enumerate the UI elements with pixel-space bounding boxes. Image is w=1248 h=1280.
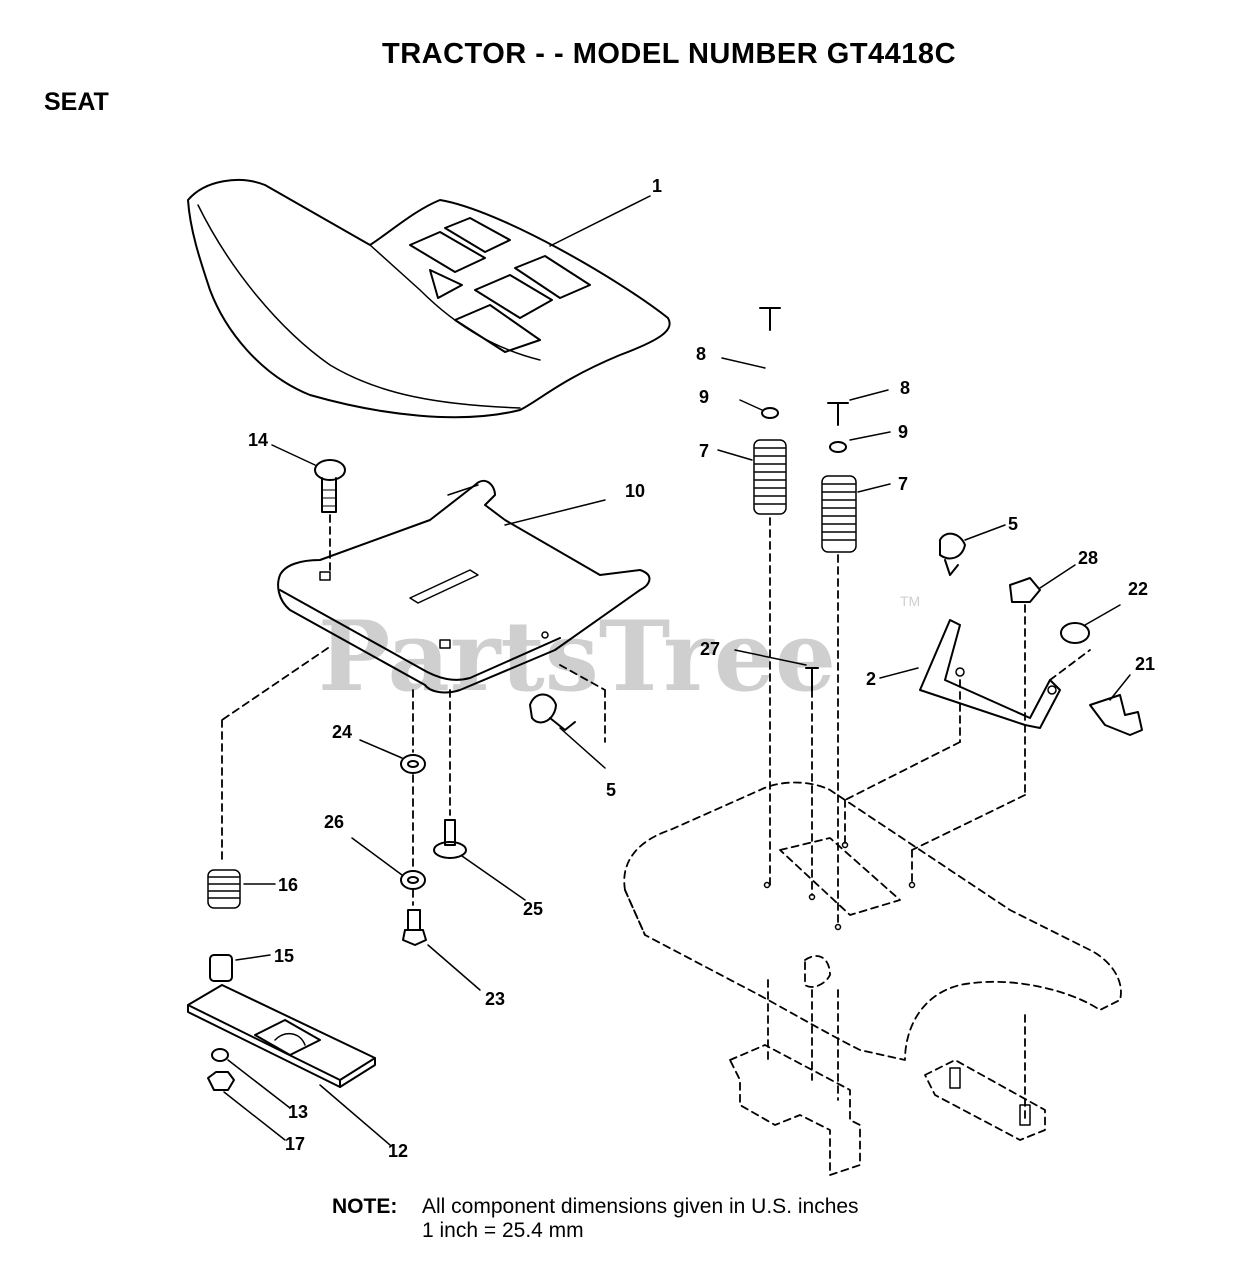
part-spring-stack-left xyxy=(717,307,787,515)
note-line-2: 1 inch = 25.4 mm xyxy=(422,1219,584,1242)
note-label: NOTE: xyxy=(332,1195,398,1218)
callout-5: 5 xyxy=(606,780,616,800)
section-title: SEAT xyxy=(44,88,109,116)
part-spacer xyxy=(209,954,271,982)
part-seat xyxy=(187,179,671,419)
callout-28: 28 xyxy=(1078,548,1098,568)
part-spring-stack-right xyxy=(821,389,891,553)
callout-2: 2 xyxy=(866,669,876,689)
callout-17: 17 xyxy=(285,1134,305,1154)
callout-7: 7 xyxy=(699,441,709,461)
callout-12: 12 xyxy=(388,1141,408,1161)
part-clip-lower xyxy=(529,693,606,769)
callout-15: 15 xyxy=(274,946,294,966)
watermark: PartsTree xyxy=(318,600,836,713)
part-seat-pan xyxy=(277,479,651,694)
part-frame-fender xyxy=(221,514,1122,1176)
callout-24: 24 xyxy=(332,722,352,742)
part-flange-bolt xyxy=(433,819,526,901)
part-lock-nuts xyxy=(207,1048,291,1141)
callout-16: 16 xyxy=(278,875,298,895)
part-carriage-bolt xyxy=(271,444,346,513)
part-frame-fasteners xyxy=(763,841,1031,1126)
watermark-tm: TM xyxy=(900,593,920,609)
callout-10: 10 xyxy=(625,481,645,501)
callout-8: 8 xyxy=(900,378,910,398)
part-nuts-bolt xyxy=(1009,564,1143,736)
page-title: TRACTOR - - MODEL NUMBER GT4418C xyxy=(381,38,957,70)
callout-7: 7 xyxy=(898,474,908,494)
part-washers xyxy=(351,739,426,890)
callout-5: 5 xyxy=(1008,514,1018,534)
callout-22: 22 xyxy=(1128,579,1148,599)
part-spring xyxy=(207,869,276,909)
part-bolt xyxy=(402,909,481,991)
part-slide-plate xyxy=(187,984,391,1146)
callout-9: 9 xyxy=(898,422,908,442)
part-bracket xyxy=(879,619,1061,729)
callout-26: 26 xyxy=(324,812,344,832)
callout-21: 21 xyxy=(1135,654,1155,674)
note-line-1: All component dimensions given in U.S. i… xyxy=(422,1195,859,1218)
callout-13: 13 xyxy=(288,1102,308,1122)
callout-1: 1 xyxy=(652,176,662,196)
callout-labels: 1 8 8 9 9 7 7 14 10 5 5 28 22 21 2 27 24… xyxy=(248,176,1155,1161)
callout-9: 9 xyxy=(699,387,709,407)
callout-25: 25 xyxy=(523,899,543,919)
footnote: NOTE: All component dimensions given in U… xyxy=(332,1195,859,1243)
callout-23: 23 xyxy=(485,989,505,1009)
callout-8: 8 xyxy=(696,344,706,364)
callout-27: 27 xyxy=(700,639,720,659)
part-clip-upper xyxy=(939,524,1006,576)
callout-14: 14 xyxy=(248,430,268,450)
